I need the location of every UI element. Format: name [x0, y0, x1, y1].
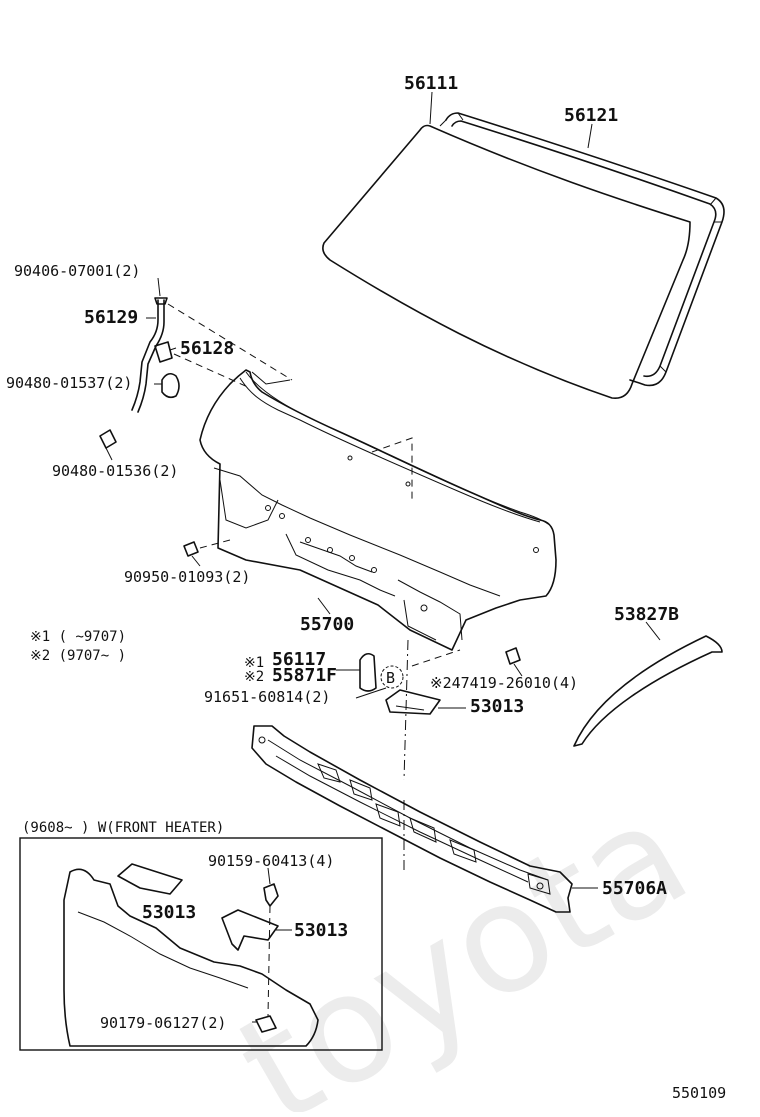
leader-90480-1536: [105, 447, 113, 461]
note-1: ※1 ( ~9707): [30, 629, 126, 645]
label-55700: 55700: [300, 614, 354, 635]
inset-frame: [19, 837, 383, 1051]
leader-90406: [157, 277, 161, 297]
label-90159: 90159-60413(4): [208, 852, 334, 870]
clip-90480-01536[interactable]: [99, 429, 117, 449]
grommet-90480-01537[interactable]: [161, 372, 180, 399]
label-90480-1536: 90480-01536(2): [52, 462, 178, 480]
ref-line-d: [403, 639, 409, 781]
label-53013-main: 53013: [470, 696, 524, 717]
label-55871F: 55871F: [272, 665, 337, 686]
label-56117-mark: ※1: [244, 655, 264, 671]
label-91651: 91651-60814(2): [204, 688, 330, 706]
inset-screw-90159[interactable]: [263, 883, 279, 907]
leader-55700: [317, 597, 331, 615]
ref-line-f: [411, 649, 461, 667]
leader-91651: [355, 687, 387, 699]
label-56111: 56111: [404, 73, 458, 94]
label-53013-inset-b: 53013: [294, 920, 348, 941]
label-90179: 90179-06127(2): [100, 1014, 226, 1032]
part-247419[interactable]: [505, 647, 521, 665]
note-2: ※2 (9707~ ): [30, 648, 126, 664]
leader-56121: [587, 123, 593, 149]
leader-247419: [513, 663, 523, 677]
cowl-top-panel[interactable]: [199, 369, 557, 651]
label-55706A: 55706A: [602, 878, 667, 899]
inset-ref-line: [267, 905, 271, 1017]
label-56129: 56129: [84, 307, 138, 328]
diagram-id: 550109: [672, 1084, 726, 1102]
windshield-glass[interactable]: [322, 124, 691, 400]
label-56121: 56121: [564, 105, 618, 126]
label-53827B: 53827B: [614, 604, 679, 625]
leader-56128: [169, 347, 177, 351]
cowl-inner-panel[interactable]: [251, 725, 573, 913]
seal-53827B[interactable]: [573, 635, 723, 747]
washer-hose-56129[interactable]: [131, 299, 165, 413]
leader-90159: [267, 867, 271, 885]
label-90406: 90406-07001(2): [14, 262, 140, 280]
watermark-text: toyota: [211, 767, 715, 1112]
inset-bracket-53013-b[interactable]: [221, 909, 279, 951]
label-247419: ※247419-26010(4): [430, 674, 578, 692]
inset-title: (9608~ ) W(FRONT HEATER): [22, 820, 224, 836]
label-90480-1537: 90480-01537(2): [6, 374, 132, 392]
windshield-weatherstrip[interactable]: [439, 112, 725, 387]
label-90950: 90950-01093(2): [124, 568, 250, 586]
inset-heater-duct[interactable]: [63, 868, 319, 1047]
leader-90950: [191, 555, 201, 567]
bolt-90406[interactable]: [154, 297, 168, 305]
ref-line-b: [173, 353, 251, 389]
clip-56128[interactable]: [154, 341, 173, 363]
inset-bracket-53013-a[interactable]: [117, 863, 183, 895]
ref-line-a: [167, 303, 293, 381]
inset-clip-90179[interactable]: [255, 1015, 277, 1033]
leader-53827B: [645, 621, 661, 641]
bracket-53013-main[interactable]: [385, 689, 441, 715]
ref-line-c: [371, 437, 413, 500]
label-56128: 56128: [180, 338, 234, 359]
label-53013-inset-a: 53013: [142, 902, 196, 923]
ref-line-g: [199, 539, 231, 549]
leader-56111: [429, 91, 433, 125]
part-56117-55871F[interactable]: [359, 652, 377, 692]
marker-b-text: B: [386, 669, 395, 687]
label-55871F-mark: ※2: [244, 669, 264, 685]
nut-90950[interactable]: [183, 541, 199, 557]
label-56117: 56117: [272, 649, 326, 670]
marker-b: B: [380, 665, 404, 689]
